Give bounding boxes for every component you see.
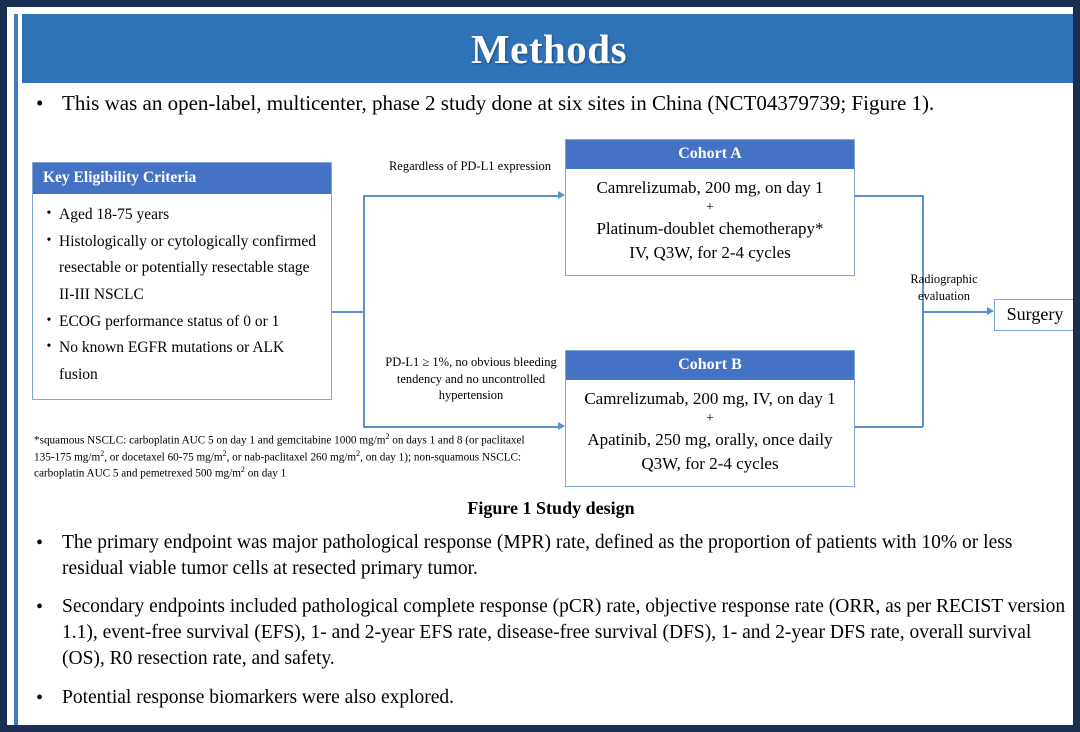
- bullet-marker: •: [36, 532, 44, 554]
- connector-stub-left: [332, 311, 364, 313]
- list-item: • Secondary endpoints included pathologi…: [36, 594, 1068, 671]
- list-item: • ECOG performance status of 0 or 1: [39, 309, 323, 336]
- list-item: • Potential response biomarkers were als…: [36, 685, 1068, 711]
- study-design-figure: Key Eligibility Criteria • Aged 18-75 ye…: [18, 126, 1073, 516]
- cohort-a-line-2: Platinum-doublet chemotherapy*: [596, 219, 824, 239]
- surgery-box: Surgery: [994, 299, 1073, 331]
- cohort-b-line-3: Q3W, for 2-4 cycles: [641, 454, 779, 474]
- cohort-b-body: Camrelizumab, 200 mg, IV, on day 1 + Apa…: [566, 380, 854, 486]
- list-item: • Aged 18-75 years: [39, 202, 323, 229]
- cohort-a-header: Cohort A: [566, 140, 854, 169]
- connector-trunk-left: [363, 195, 365, 427]
- cohort-a-line-1: Camrelizumab, 200 mg, on day 1: [596, 178, 824, 197]
- footnote-seg: , or nab-paclitaxel 260 mg/m: [226, 451, 357, 464]
- bullet-marker: •: [46, 206, 52, 221]
- bullet-text: Potential response biomarkers were also …: [62, 686, 455, 708]
- connector-label-radiographic: Radiographic evaluation: [910, 272, 978, 303]
- eligibility-box: Key Eligibility Criteria • Aged 18-75 ye…: [32, 162, 332, 400]
- footnote-sup: 2: [222, 448, 227, 458]
- connector-label-bottom: PD-L1 ≥ 1%, no obvious bleeding tendency…: [385, 355, 557, 402]
- chemotherapy-footnote: *squamous NSCLC: carboplatin AUC 5 on da…: [34, 432, 546, 482]
- cohort-a-box: Cohort A Camrelizumab, 200 mg, on day 1 …: [565, 139, 855, 277]
- footnote-seg: on days 1 and 8 (or paclitaxel 135-175 m…: [34, 434, 525, 464]
- cohort-b-plus: +: [706, 411, 714, 427]
- bullet-marker: •: [46, 339, 52, 355]
- connector-arrow-cohort-a: [363, 195, 559, 197]
- connector-out-cohort-b: [855, 426, 923, 428]
- eligibility-item-text: Histologically or cytologically confirme…: [59, 232, 316, 303]
- bullet-marker: •: [46, 232, 52, 248]
- cohort-a-body: Camrelizumab, 200 mg, on day 1 + Platinu…: [566, 169, 854, 275]
- endpoints-bullet-list: • The primary endpoint was major patholo…: [36, 530, 1068, 724]
- eligibility-list: • Aged 18-75 years • Histologically or c…: [33, 194, 331, 399]
- footnote-sup: 2: [100, 448, 105, 458]
- intro-bullet-text: This was an open-label, multicenter, pha…: [62, 91, 935, 115]
- connector-arrow-surgery: [922, 311, 988, 313]
- title-banner: Methods: [22, 14, 1073, 83]
- list-item: • Histologically or cytologically confir…: [39, 229, 323, 309]
- figure-caption: Figure 1 Study design: [467, 498, 635, 518]
- arrowhead-cohort-b-icon: [558, 421, 565, 430]
- cohort-b-line-1: Camrelizumab, 200 mg, IV, on day 1: [584, 389, 836, 408]
- bullet-text: Secondary endpoints included pathologica…: [62, 596, 1066, 669]
- connector-label-top: Regardless of PD-L1 expression: [388, 159, 552, 173]
- footnote-sup: 2: [385, 432, 390, 441]
- cohort-a-plus: +: [706, 200, 714, 216]
- list-item: • No known EGFR mutations or ALK fusion: [39, 335, 323, 388]
- bullet-marker: •: [36, 91, 44, 115]
- arrowhead-surgery-icon: [987, 306, 994, 315]
- bullet-text: The primary endpoint was major pathologi…: [62, 532, 1013, 579]
- footnote-seg: *squamous NSCLC: carboplatin AUC 5 on da…: [34, 434, 386, 447]
- arrowhead-cohort-a-icon: [558, 190, 565, 199]
- footnote-sup: 2: [240, 465, 245, 475]
- connector-arrow-cohort-b: [363, 426, 559, 428]
- footnote-seg: , on day 1); non-squamous NSCLC: carbopl…: [34, 451, 522, 480]
- bullet-marker: •: [46, 312, 52, 328]
- eligibility-item-text: No known EGFR mutations or ALK fusion: [59, 339, 285, 383]
- eligibility-header: Key Eligibility Criteria: [33, 163, 331, 194]
- list-item: • The primary endpoint was major patholo…: [36, 530, 1068, 581]
- footnote-seg: on day 1: [244, 467, 287, 480]
- slide-inner-frame: Methods • This was an open-label, multic…: [14, 14, 1073, 725]
- eligibility-item-text: Aged 18-75 years: [59, 206, 170, 223]
- footnote-seg: , or docetaxel 60-75 mg/m: [104, 451, 223, 464]
- cohort-a-line-3: IV, Q3W, for 2-4 cycles: [629, 243, 791, 263]
- cohort-b-line-2: Apatinib, 250 mg, orally, once daily: [587, 430, 833, 450]
- bullet-marker: •: [36, 686, 44, 709]
- cohort-b-box: Cohort B Camrelizumab, 200 mg, IV, on da…: [565, 350, 855, 488]
- connector-out-cohort-a: [855, 195, 923, 197]
- bullet-marker: •: [36, 596, 44, 619]
- page-title: Methods: [470, 25, 628, 72]
- footnote-sup: 2: [356, 448, 361, 458]
- intro-bullet: • This was an open-label, multicenter, p…: [36, 90, 1066, 117]
- cohort-b-header: Cohort B: [566, 351, 854, 380]
- eligibility-item-text: ECOG performance status of 0 or 1: [59, 312, 280, 330]
